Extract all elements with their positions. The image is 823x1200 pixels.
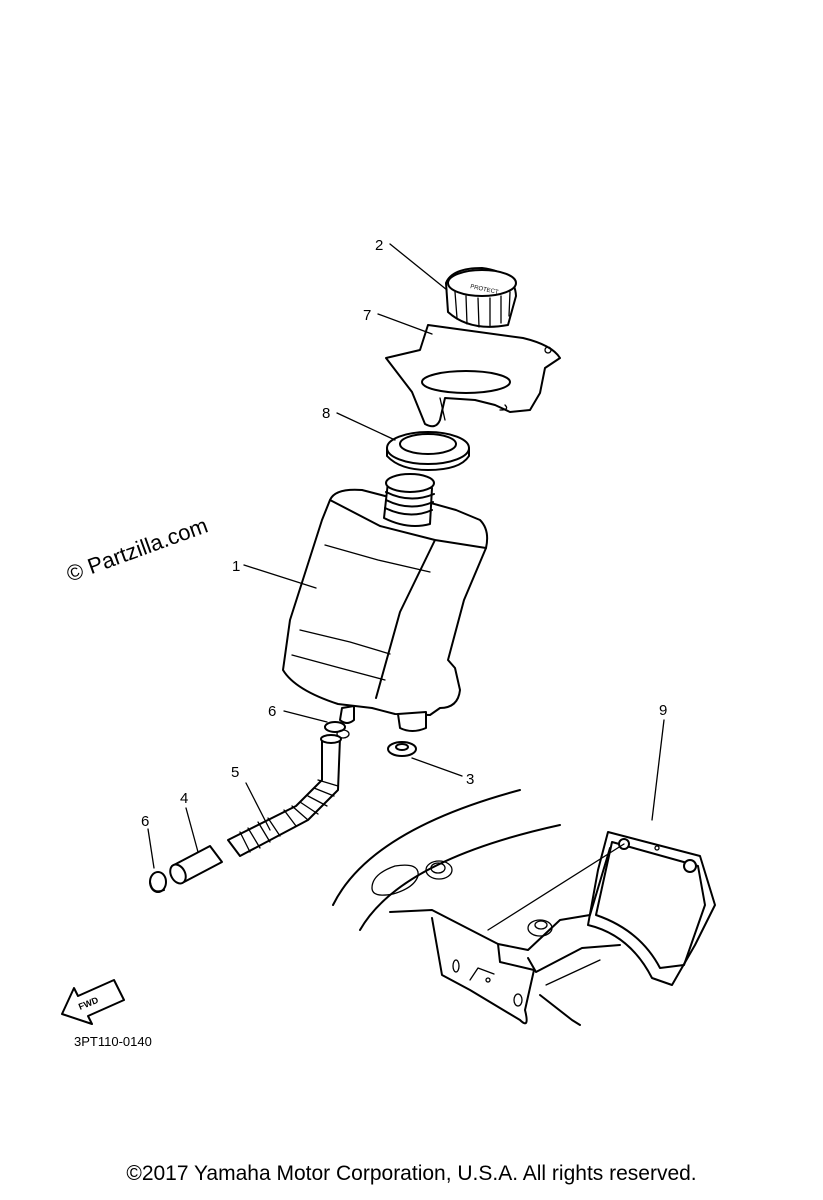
callout-5: 5: [231, 764, 239, 781]
watermark-text: © Partzilla.com: [63, 513, 211, 587]
mounting-plate-part-9[interactable]: [587, 831, 716, 986]
callout-8: 8: [322, 405, 330, 422]
tank-bracket-part-7[interactable]: [385, 324, 561, 428]
fwd-arrow-icon: FWD: [61, 979, 125, 1025]
grommet-part-3[interactable]: [387, 741, 417, 757]
callout-6-upper: 6: [268, 703, 276, 720]
callout-1: 1: [232, 558, 240, 575]
callout-4: 4: [180, 790, 188, 807]
callout-2: 2: [375, 237, 383, 254]
callout-7: 7: [363, 307, 371, 324]
callout-9: 9: [659, 702, 667, 719]
callout-6-lower: 6: [141, 813, 149, 830]
filler-cap-part-2[interactable]: PROTECT: [445, 267, 517, 328]
cap-embossed-text: PROTECT: [470, 284, 500, 296]
packing-part-8[interactable]: [386, 431, 470, 471]
clip-part-6-upper[interactable]: [324, 721, 350, 739]
copyright-notice: ©2017 Yamaha Motor Corporation, U.S.A. A…: [126, 1162, 697, 1185]
breather-hose-part-5[interactable]: [227, 734, 342, 857]
reservoir-tank-part-1[interactable]: [282, 473, 489, 732]
leader-lines: [147, 243, 665, 931]
frame-section: [332, 789, 621, 1026]
callout-3: 3: [466, 771, 474, 788]
hose-part-4[interactable]: [167, 845, 223, 886]
clip-part-6-lower[interactable]: [149, 871, 167, 893]
diagram-code: 3PT110-0140: [74, 1034, 152, 1049]
